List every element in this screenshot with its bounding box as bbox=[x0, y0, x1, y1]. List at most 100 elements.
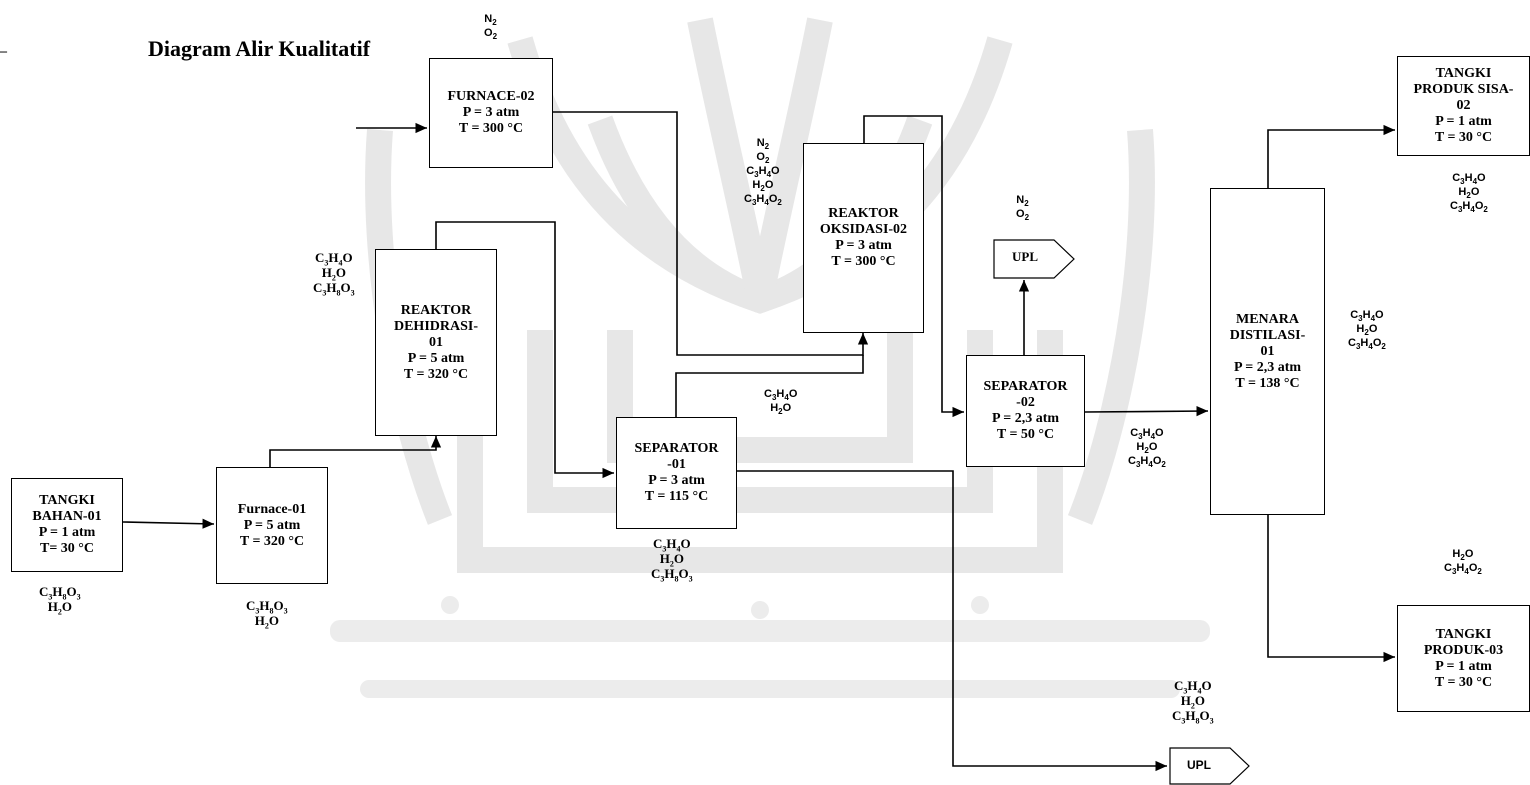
stream-component: C3H4O2 bbox=[1450, 200, 1488, 215]
stream-component: H2O bbox=[1136, 441, 1158, 456]
unit-tangki-produk-03: TANGKI PRODUK-03 P = 1 atm T = 30 °C bbox=[1397, 605, 1530, 712]
unit-label: -02 bbox=[1016, 395, 1035, 410]
stream-component: C3H4O2 bbox=[1348, 337, 1386, 352]
unit-tangki-produk-sisa-02: TANGKI PRODUK SISA- 02 P = 1 atm T = 30 … bbox=[1397, 56, 1530, 156]
unit-pressure: P = 1 atm bbox=[38, 525, 96, 540]
unit-label: DEHIDRASI- bbox=[393, 318, 478, 334]
stream-component: C3H4O bbox=[1452, 172, 1486, 187]
unit-label: FURNACE-02 bbox=[447, 89, 535, 104]
unit-label: REAKTOR bbox=[828, 206, 899, 221]
unit-label: DISTILASI- bbox=[1229, 327, 1306, 343]
stream-component: C3H4O bbox=[764, 388, 798, 403]
stream-component: C3H4O2 bbox=[1444, 562, 1482, 577]
unit-pressure: P = 1 atm bbox=[1435, 658, 1492, 674]
stream-reaktor2-sep2 bbox=[863, 115, 964, 418]
stream-component: H2O bbox=[752, 179, 774, 194]
unit-pressure: P = 5 atm bbox=[407, 350, 465, 366]
unit-temperature: T = 115 °C bbox=[644, 489, 709, 504]
unit-label: TANGKI bbox=[1435, 66, 1492, 81]
unit-temperature: T = 138 °C bbox=[1235, 375, 1300, 391]
stream-component: C3H4O bbox=[315, 250, 353, 268]
unit-temperature: T = 300 °C bbox=[831, 254, 896, 269]
unit-temperature: T = 30 °C bbox=[1434, 674, 1493, 690]
stream-component: C3H8O3 bbox=[39, 584, 81, 602]
upl-label-1: UPL bbox=[1012, 249, 1038, 264]
unit-furnace-01: Furnace-01 P = 5 atm T = 320 °C bbox=[216, 467, 328, 584]
stream-reaktor1-sep1 bbox=[435, 221, 614, 479]
stream-component: O2 bbox=[756, 151, 770, 166]
section-mark: – bbox=[0, 44, 7, 59]
unit-label: 01 bbox=[1260, 343, 1275, 359]
stream-sep1-reaktor2 bbox=[675, 355, 864, 417]
stream-component: H2O bbox=[47, 599, 72, 617]
unit-pressure: P = 5 atm bbox=[243, 517, 301, 533]
stream-component: C3H4O2 bbox=[744, 193, 782, 208]
stream-distilasi-sisa bbox=[1267, 124, 1395, 188]
unit-pressure: P = 3 atm bbox=[835, 238, 892, 253]
unit-label: PRODUK SISA- bbox=[1413, 82, 1514, 97]
stream-component: O2 bbox=[1016, 208, 1030, 223]
stream-tangki-furnace01 bbox=[122, 518, 215, 529]
unit-temperature: T = 30 °C bbox=[1434, 130, 1493, 145]
unit-label: SEPARATOR bbox=[634, 441, 719, 456]
diagram-title: Diagram Alir Kualitatif bbox=[148, 36, 371, 61]
stream-component: H2O bbox=[1356, 323, 1378, 338]
unit-reaktor-oksidasi-02: REAKTOR OKSIDASI-02 P = 3 atm T = 300 °C bbox=[803, 143, 924, 333]
stream-component: C3H8O3 bbox=[1172, 708, 1214, 726]
stream-sep2-distilasi bbox=[1084, 405, 1209, 417]
unit-label: REAKTOR bbox=[400, 302, 472, 318]
upl-shape-2 bbox=[1169, 747, 1250, 785]
stream-component: N2 bbox=[484, 13, 497, 28]
stream-component: H2O bbox=[770, 402, 792, 417]
unit-reaktor-dehidrasi-01: REAKTOR DEHIDRASI- 01 P = 5 atm T = 320 … bbox=[375, 249, 497, 436]
unit-label: OKSIDASI-02 bbox=[819, 222, 908, 237]
unit-temperature: T = 50 °C bbox=[996, 427, 1055, 442]
unit-temperature: T = 320 °C bbox=[403, 366, 469, 382]
stream-component: C3H4O bbox=[1174, 678, 1212, 696]
stream-furnace01-reaktor1 bbox=[269, 436, 442, 468]
unit-tangki-bahan-01: TANGKI BAHAN-01 P = 1 atm T= 30 °C bbox=[11, 478, 123, 572]
unit-label: Furnace-01 bbox=[237, 501, 307, 517]
unit-pressure: P = 2,3 atm bbox=[1233, 359, 1302, 375]
stream-component: O2 bbox=[484, 27, 498, 42]
unit-label: -01 bbox=[667, 457, 686, 472]
unit-label: MENARA bbox=[1236, 311, 1299, 327]
unit-pressure: P = 1 atm bbox=[1435, 114, 1492, 129]
stream-component: H2O bbox=[321, 265, 346, 283]
stream-component: C3H8O3 bbox=[246, 598, 288, 616]
unit-pressure: P = 3 atm bbox=[648, 473, 705, 488]
unit-pressure: P = 2,3 atm bbox=[991, 411, 1060, 426]
stream-component: C3H4O bbox=[1350, 309, 1384, 324]
stream-furnace02-reaktor2 bbox=[553, 111, 869, 356]
unit-menara-distilasi-01: MENARA DISTILASI- 01 P = 2,3 atm T = 138… bbox=[1210, 188, 1325, 515]
unit-separator-02: SEPARATOR -02 P = 2,3 atm T = 50 °C bbox=[966, 355, 1085, 467]
unit-furnace-02: FURNACE-02 P = 3 atm T = 300 °C bbox=[429, 58, 553, 168]
stream-component: C3H4O bbox=[746, 165, 780, 180]
unit-pressure: P = 3 atm bbox=[462, 105, 520, 120]
stream-component: H2O bbox=[1452, 548, 1474, 563]
unit-label: PRODUK-03 bbox=[1423, 642, 1504, 658]
unit-label: BAHAN-01 bbox=[32, 509, 102, 524]
stream-component: H2O bbox=[1458, 186, 1480, 201]
stream-sep1-upl2 bbox=[737, 470, 1167, 772]
stream-component: C3H4O bbox=[653, 536, 691, 554]
unit-label: 02 bbox=[1456, 98, 1471, 113]
stream-component: H2O bbox=[659, 551, 684, 569]
unit-separator-01: SEPARATOR -01 P = 3 atm T = 115 °C bbox=[616, 417, 737, 529]
stream-component: N2 bbox=[1016, 194, 1029, 209]
unit-temperature: T= 30 °C bbox=[39, 541, 95, 556]
stream-component: H2O bbox=[1180, 693, 1205, 711]
stream-component: C3H4O2 bbox=[1128, 455, 1166, 470]
unit-label: SEPARATOR bbox=[983, 379, 1068, 394]
stream-component: H2O bbox=[254, 613, 279, 631]
unit-temperature: T = 320 °C bbox=[239, 533, 305, 549]
